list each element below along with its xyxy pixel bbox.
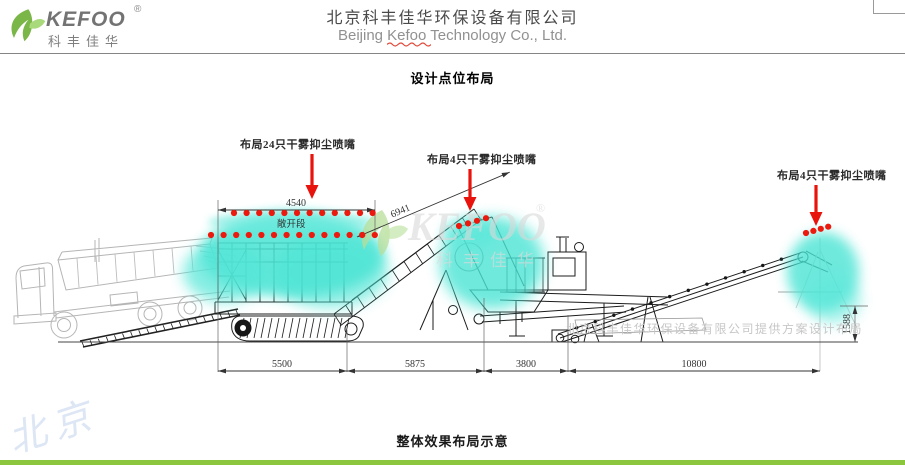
nozzle-label-24: 布局24只干雾抑尘喷嘴 <box>240 137 356 199</box>
watermark-brand-text: KEFOO <box>407 204 546 249</box>
open-section-label: 敞开段 <box>277 218 306 230</box>
loading-ramp-drawing <box>79 308 241 348</box>
brand-watermark: KEFOO ® 科丰佳华 <box>361 201 546 270</box>
watermark-brand-cn: 科丰佳华 <box>436 251 544 270</box>
dim-seg2: 5875 <box>405 359 425 370</box>
dim-seg4: 10800 <box>682 359 707 370</box>
svg-text:布局4只干雾抑尘喷嘴: 布局4只干雾抑尘喷嘴 <box>777 168 887 182</box>
dim-drop-height: 1588 <box>842 314 853 334</box>
svg-text:布局24只干雾抑尘喷嘴: 布局24只干雾抑尘喷嘴 <box>240 137 356 151</box>
red-wavy-underline-icon <box>387 42 432 47</box>
leaf-logo-icon <box>11 9 46 42</box>
truck-bed-slats <box>76 245 194 288</box>
company-name-english: Beijing Kefoo Technology Co., Ltd. <box>0 27 905 47</box>
company-en-kefoo: Kefoo <box>387 27 432 47</box>
company-en-suffix: Technology Co., Ltd. <box>426 27 568 44</box>
dimension-4540: 4540 <box>217 198 376 372</box>
truck-wheels <box>50 295 203 339</box>
company-name-chinese: 北京科丰佳华环保设备有限公司 <box>326 10 579 27</box>
nozzle-dots <box>207 209 832 239</box>
kefoo-logo: KEFOO ® 科丰佳华 <box>6 3 156 51</box>
dim-seg3: 3800 <box>516 359 536 370</box>
bottom-caption: 整体效果布局示意 <box>396 434 509 449</box>
company-en-prefix: Beijing <box>337 27 388 44</box>
dim-hopper-top: 4540 <box>286 198 306 209</box>
header-divider <box>0 53 905 54</box>
nozzle-label-4-right: 布局4只干雾抑尘喷嘴 <box>777 168 887 226</box>
page-corner-mark <box>873 0 905 14</box>
logo-brand-text: KEFOO <box>46 8 126 31</box>
svg-text:布局4只干雾抑尘喷嘴: 布局4只干雾抑尘喷嘴 <box>427 152 537 166</box>
logo-registered-mark: ® <box>134 4 142 15</box>
dimension-1588: 1588 <box>840 305 868 342</box>
nozzle-label-4-mid: 布局4只干雾抑尘喷嘴 <box>427 152 537 211</box>
dimension-6941: 6941 <box>356 171 510 238</box>
section-title: 设计点位布局 <box>410 71 495 86</box>
bottom-brand-bar <box>0 460 905 465</box>
logo-chinese-text: 科丰佳华 <box>48 34 125 49</box>
watermark-brand-reg: ® <box>536 201 545 215</box>
dim-seg1: 5500 <box>272 359 292 370</box>
provider-watermark: 北京科丰佳华环保设备有限公司提供方案设计布局 <box>566 321 863 336</box>
dimension-chain: 5500 5875 3800 10800 <box>218 298 820 374</box>
